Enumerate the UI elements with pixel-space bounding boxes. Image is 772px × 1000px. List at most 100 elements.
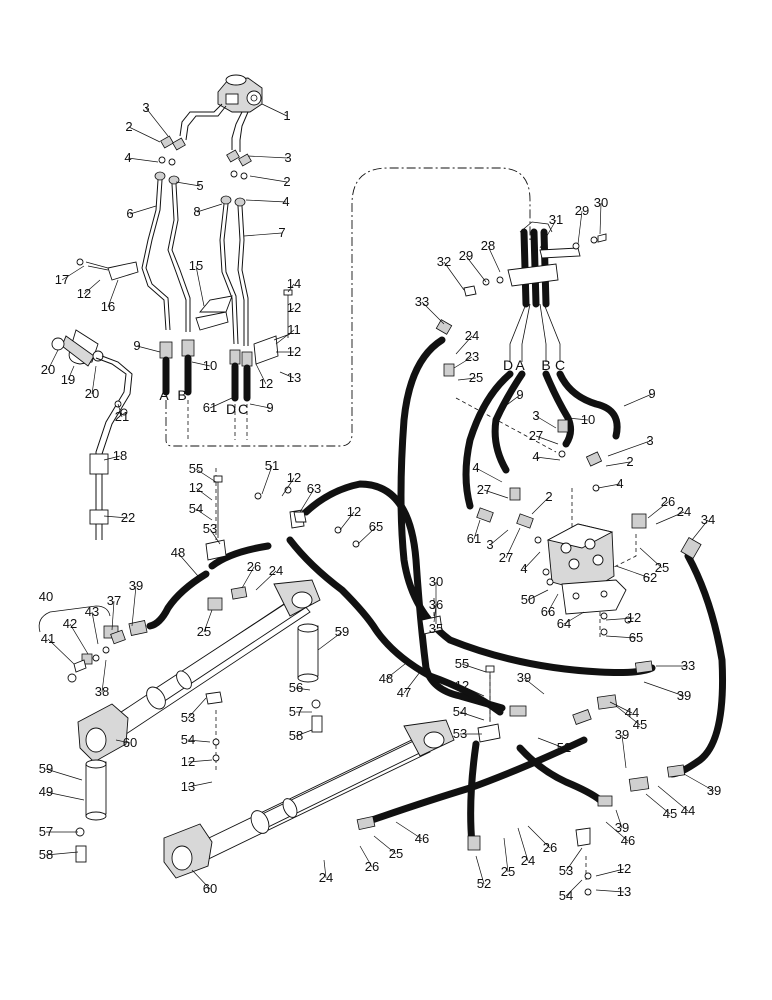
callout-9: 9	[133, 338, 140, 353]
leader-line	[209, 397, 233, 409]
leader-line	[421, 301, 445, 325]
leader-line	[47, 349, 59, 371]
callout-25: 25	[197, 624, 211, 639]
callout-53: 53	[181, 710, 195, 725]
leader-line	[599, 202, 602, 235]
leader-line	[209, 528, 221, 545]
callout-39: 39	[615, 820, 629, 835]
callout-39: 39	[517, 670, 531, 685]
port-label-b: B	[541, 357, 550, 373]
callout-26: 26	[365, 859, 379, 874]
leader-line	[187, 781, 213, 788]
callout-58: 58	[39, 847, 53, 862]
leader-line	[639, 547, 663, 569]
callout-63: 63	[307, 481, 321, 496]
leader-line	[195, 487, 213, 501]
callout-38: 38	[95, 684, 109, 699]
valve-port-branches	[509, 303, 561, 362]
callout-57: 57	[39, 824, 53, 839]
leader-line	[605, 617, 635, 621]
callout-50: 50	[521, 592, 535, 607]
callout-43: 43	[85, 604, 99, 619]
callout-4: 4	[124, 150, 131, 165]
leader-line	[655, 511, 685, 525]
long-hose-fittings	[103, 537, 702, 851]
callout-2: 2	[283, 174, 290, 189]
leader-line	[605, 635, 637, 639]
leader-line	[645, 793, 671, 815]
leader-line	[145, 107, 169, 137]
callout-64: 64	[557, 616, 571, 631]
leader-line	[279, 371, 295, 379]
leader-line	[657, 785, 689, 812]
leader-line	[287, 283, 295, 293]
leader-line	[373, 835, 397, 855]
callout-24: 24	[465, 328, 479, 343]
leader-line	[317, 631, 343, 651]
pilot-fittings	[154, 135, 252, 207]
callout-24: 24	[521, 853, 535, 868]
leader-line	[535, 456, 561, 461]
leader-line	[487, 245, 501, 273]
leader-line	[623, 393, 653, 407]
leader-line	[597, 483, 621, 489]
leader-line	[177, 552, 199, 577]
callout-26: 26	[543, 840, 557, 855]
callout-53: 53	[559, 863, 573, 878]
leader-line	[191, 869, 211, 890]
callout-12: 12	[181, 754, 195, 769]
callout-30: 30	[429, 574, 443, 589]
leader-line	[457, 377, 477, 381]
callout-42: 42	[63, 616, 77, 631]
leader-line	[595, 889, 625, 893]
leader-line	[535, 435, 559, 445]
leader-line	[357, 526, 377, 545]
callout-44: 44	[681, 803, 695, 818]
leader-line	[535, 415, 557, 429]
leader-line	[195, 508, 213, 521]
leader-line	[459, 711, 485, 721]
callout-39: 39	[129, 578, 143, 593]
callout-3: 3	[646, 433, 653, 448]
leader-line	[131, 585, 137, 627]
callout-26: 26	[247, 559, 261, 574]
leader-line	[255, 363, 267, 385]
leader-line	[191, 361, 211, 367]
callout-40: 40	[39, 589, 53, 604]
leader-line	[473, 519, 481, 540]
leader-line	[527, 825, 551, 849]
leader-line	[359, 845, 373, 868]
port-label-a: A	[515, 357, 525, 373]
leader-line	[203, 609, 213, 633]
leader-line	[563, 611, 585, 625]
leader-line	[261, 465, 273, 495]
callout-10: 10	[581, 412, 595, 427]
leader-line	[517, 827, 529, 862]
leader-line	[67, 365, 75, 381]
leader-line	[101, 659, 107, 693]
long-hoses	[146, 336, 726, 848]
callout-12: 12	[617, 861, 631, 876]
callout-10: 10	[203, 358, 217, 373]
leader-line	[475, 855, 485, 885]
callout-60: 60	[123, 735, 137, 750]
callout-25: 25	[389, 846, 403, 861]
callout-4: 4	[616, 476, 623, 491]
leader-line	[187, 739, 211, 743]
hose-bundle-harness	[463, 221, 607, 308]
valve-fittings	[435, 319, 647, 586]
callout-3: 3	[142, 100, 149, 115]
leader-line	[117, 403, 123, 418]
callout-12: 12	[287, 300, 301, 315]
callout-13: 13	[181, 779, 195, 794]
callout-5: 5	[196, 178, 203, 193]
leader-line	[433, 604, 437, 623]
leader-line	[195, 265, 205, 307]
leader-line	[505, 527, 521, 559]
leader-line	[196, 203, 223, 213]
port-label-c: C	[238, 401, 248, 417]
callout-3: 3	[486, 537, 493, 552]
callout-12: 12	[347, 504, 361, 519]
callout-20: 20	[85, 386, 99, 401]
